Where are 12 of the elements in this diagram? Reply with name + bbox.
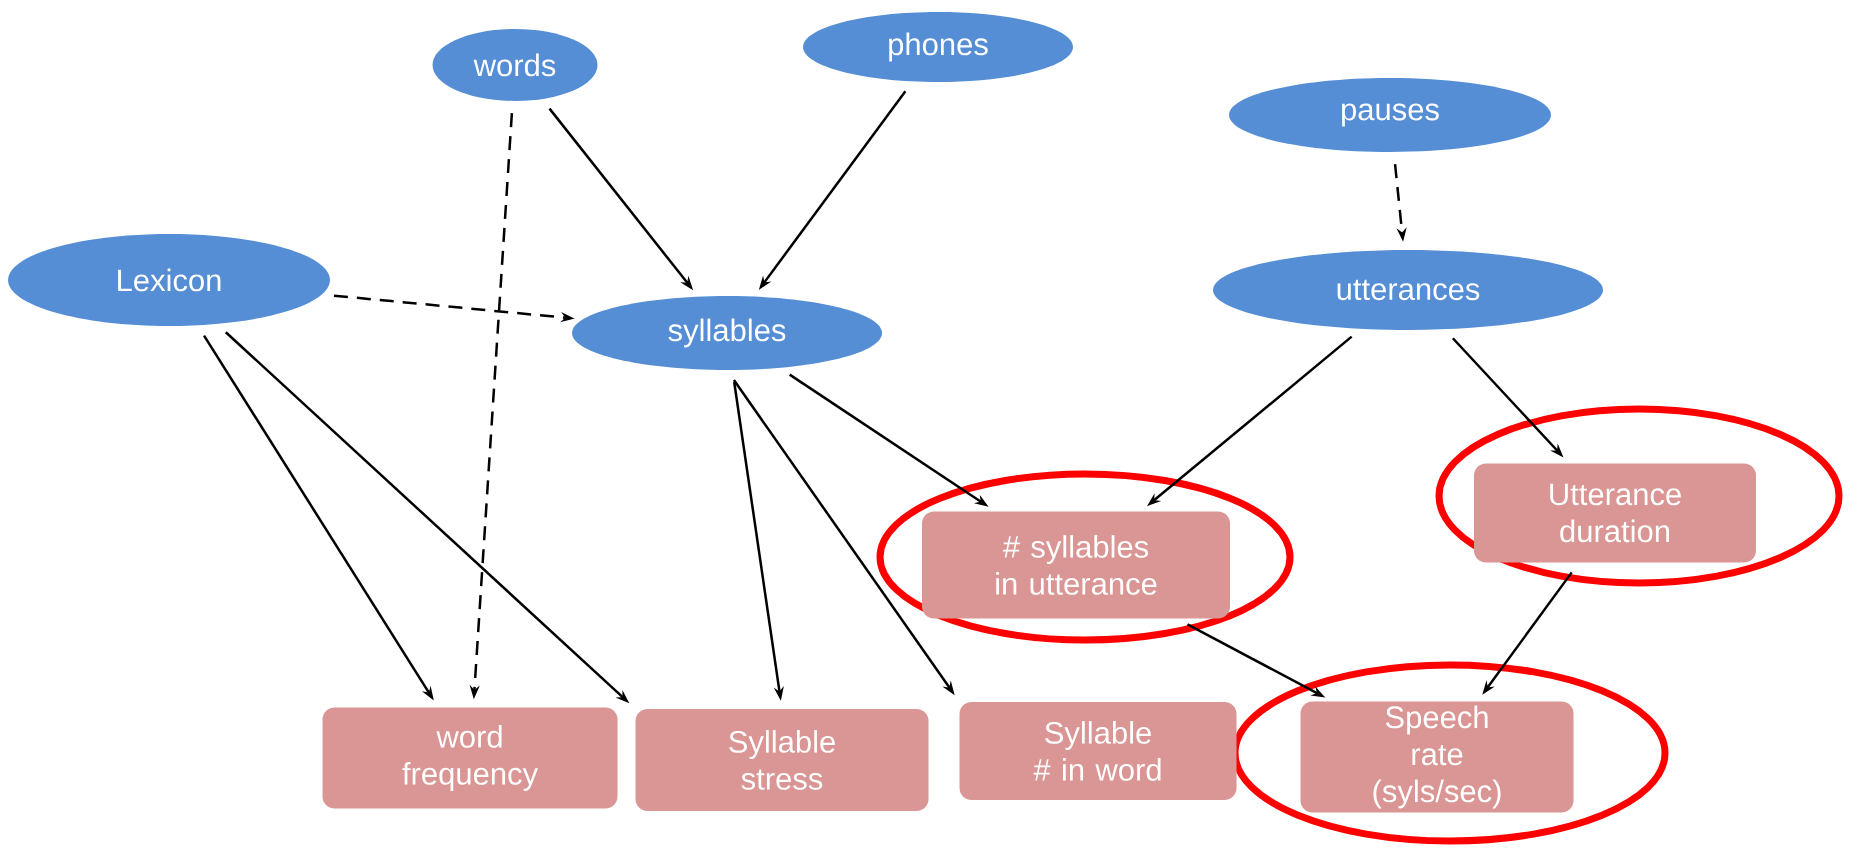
ellipse-node: pauses <box>1229 78 1551 152</box>
process-box: Speech rate (syls/sec) <box>1300 701 1574 813</box>
process-box: Syllable # in word <box>959 702 1237 800</box>
process-box: word frequency <box>322 707 618 809</box>
ellipse-node: phones <box>803 12 1073 82</box>
ellipse-node: Lexicon <box>8 234 330 326</box>
process-box: Utterance duration <box>1474 463 1756 563</box>
process-box: Syllable stress <box>635 709 929 811</box>
ellipse-node: words <box>432 29 598 101</box>
process-box: # syllables in utterance <box>922 511 1230 619</box>
ellipse-node: syllables <box>572 296 882 370</box>
ellipse-node: utterances <box>1213 250 1603 330</box>
